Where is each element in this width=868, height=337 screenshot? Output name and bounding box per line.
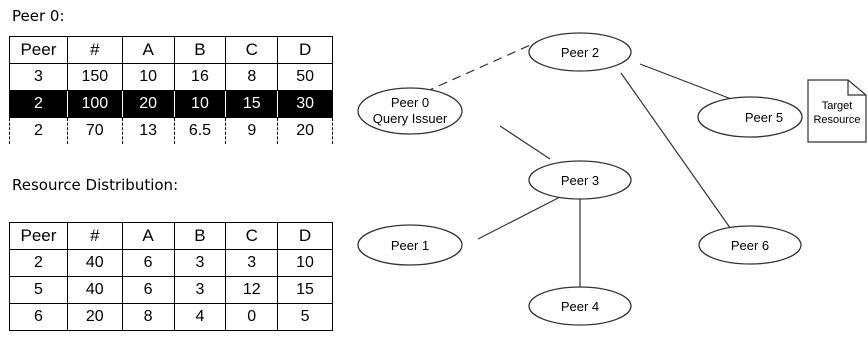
target-resource-label-line1: Target — [822, 100, 853, 112]
node-label: Peer 2 — [561, 45, 599, 60]
edge-peer0-peer3 — [499, 125, 551, 160]
table-cell: 20 — [121, 90, 175, 118]
table-row-highlighted: 2 100 20 10 15 30 — [9, 90, 333, 118]
table-cell: 0 — [225, 303, 279, 331]
node-peer1: Peer 1 — [357, 224, 463, 266]
table-header-row: Peer # A B C D — [9, 36, 333, 64]
node-label: Peer 4 — [561, 299, 599, 314]
table-cell: 4 — [173, 303, 227, 331]
peer0-table-caption: Peer 0: — [12, 7, 65, 25]
table-cell: 6.5 — [173, 117, 227, 144]
header-cell: C — [225, 222, 279, 250]
table-cell: 2 — [9, 90, 68, 118]
target-resource-document-icon: Target Resource — [807, 79, 867, 143]
node-label: Peer 3 — [561, 173, 599, 188]
node-label: Peer 6 — [731, 238, 769, 253]
edge-peer3-peer1 — [477, 195, 563, 240]
edge-peer0-peer2 — [424, 41, 538, 93]
resource-table-caption: Resource Distribution: — [12, 176, 179, 194]
node-label: Peer 0 — [391, 95, 429, 110]
table-cell: 50 — [277, 63, 333, 91]
table-cell: 15 — [225, 90, 279, 118]
network-edges — [424, 41, 761, 288]
table-cell: 8 — [225, 63, 279, 91]
header-cell: D — [277, 36, 333, 64]
resource-distribution-table: Peer # A B C D 2 40 6 3 3 10 5 40 6 3 12… — [9, 222, 333, 331]
table-cell: 5 — [277, 303, 333, 331]
header-cell: B — [173, 222, 227, 250]
table-cell: 3 — [173, 276, 227, 304]
table-row: 6 20 8 4 0 5 — [9, 303, 333, 331]
table-cell: 8 — [121, 303, 175, 331]
table-cell: 6 — [121, 249, 175, 277]
table-cell: 10 — [277, 249, 333, 277]
header-cell: C — [225, 36, 279, 64]
table-cell: 70 — [66, 117, 123, 144]
table-row: 5 40 6 3 12 15 — [9, 276, 333, 304]
table-cell: 10 — [173, 90, 227, 118]
table-cell: 20 — [66, 303, 123, 331]
table-cell: 100 — [66, 90, 123, 118]
node-peer0: Peer 0 Query Issuer — [357, 87, 463, 135]
node-peer2: Peer 2 — [528, 32, 632, 72]
node-label: Peer 1 — [391, 238, 429, 253]
target-resource-label-line2: Resource — [813, 114, 860, 126]
table-cell: 6 — [9, 303, 68, 331]
table-cell: 9 — [225, 117, 279, 144]
node-peer5: Peer 5 — [697, 96, 803, 138]
header-cell: Peer — [9, 36, 68, 64]
node-peer4: Peer 4 — [528, 286, 632, 326]
table-row: 2 70 13 6.5 9 20 — [9, 117, 333, 144]
edge-peer2-peer6 — [620, 72, 734, 233]
table-cell: 40 — [66, 249, 123, 277]
node-peer3: Peer 3 — [528, 160, 632, 200]
table-row: 2 40 6 3 3 10 — [9, 249, 333, 277]
table-row: 3 150 10 16 8 50 — [9, 63, 333, 91]
header-cell: # — [66, 222, 123, 250]
table-cell: 3 — [225, 249, 279, 277]
table-cell: 40 — [66, 276, 123, 304]
node-peer6: Peer 6 — [698, 225, 802, 265]
node-label: Peer 5 — [745, 110, 783, 125]
table-cell: 20 — [277, 117, 333, 144]
table-cell: 30 — [277, 90, 333, 118]
table-cell: 2 — [9, 117, 68, 144]
header-cell: B — [173, 36, 227, 64]
peer0-table: Peer # A B C D 3 150 10 16 8 50 2 100 20… — [9, 36, 333, 144]
table-cell: 16 — [173, 63, 227, 91]
table-cell: 3 — [9, 63, 68, 91]
node-sublabel: Query Issuer — [373, 111, 448, 126]
table-cell: 15 — [277, 276, 333, 304]
